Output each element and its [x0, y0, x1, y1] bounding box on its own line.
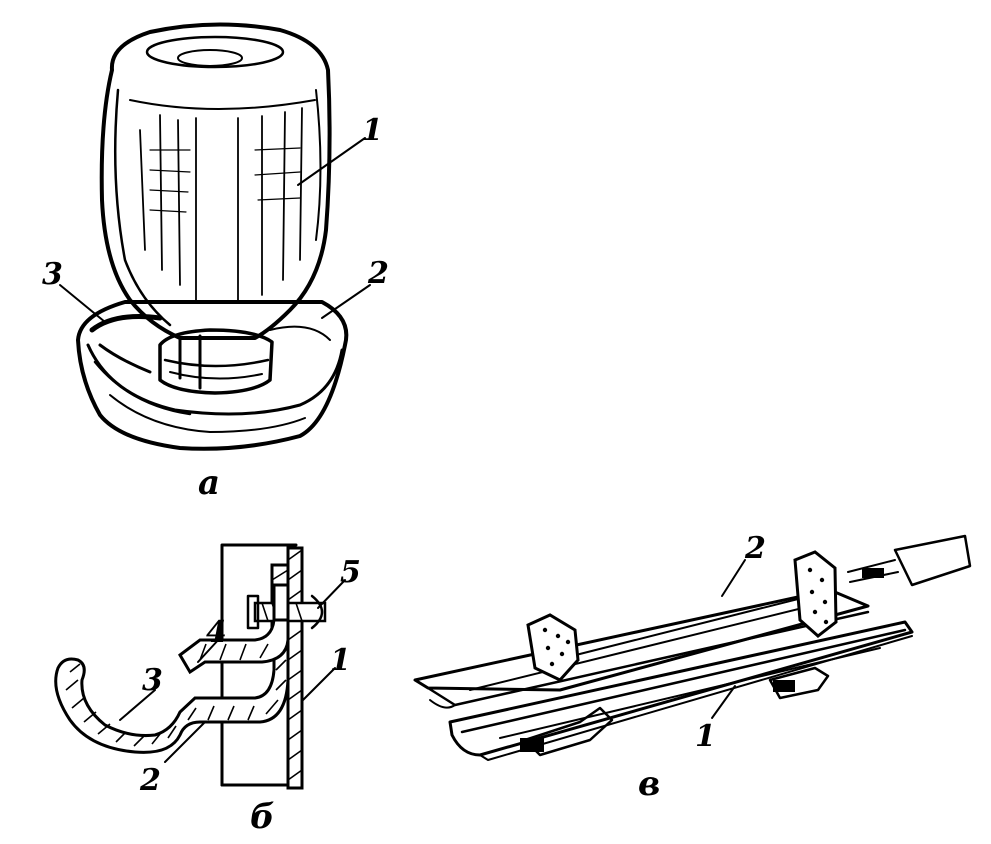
tray — [76, 300, 349, 451]
fitting — [847, 534, 972, 587]
upper-trough — [413, 588, 870, 709]
label-tray: 2 — [367, 256, 389, 291]
caption-a: а — [198, 463, 220, 503]
label-bend: 4 — [206, 615, 227, 650]
label-bracket: 1 — [330, 643, 351, 678]
label-jar: 1 — [362, 113, 383, 148]
hook-arm — [54, 583, 290, 754]
clamps — [520, 666, 830, 757]
figure-v: 2 1 в — [413, 531, 972, 804]
jar — [99, 22, 332, 340]
jar-neck — [158, 328, 274, 395]
label-bolt: 5 — [340, 555, 361, 590]
label-hook: 3 — [142, 663, 163, 698]
label-rim: 3 — [42, 257, 63, 292]
lower-trough — [448, 620, 914, 761]
bracket-left — [526, 613, 580, 682]
label-arm: 2 — [139, 763, 161, 798]
label-lower-trough: 1 — [695, 719, 716, 754]
caption-b: б — [250, 797, 275, 837]
figure-b: 5 4 3 1 2 б — [54, 543, 361, 837]
caption-v: в — [638, 764, 660, 804]
bracket-right — [793, 550, 838, 638]
label-upper-trough: 2 — [744, 531, 766, 566]
plate-hatch — [287, 549, 303, 781]
figure-a: 1 2 3 а — [42, 22, 389, 503]
